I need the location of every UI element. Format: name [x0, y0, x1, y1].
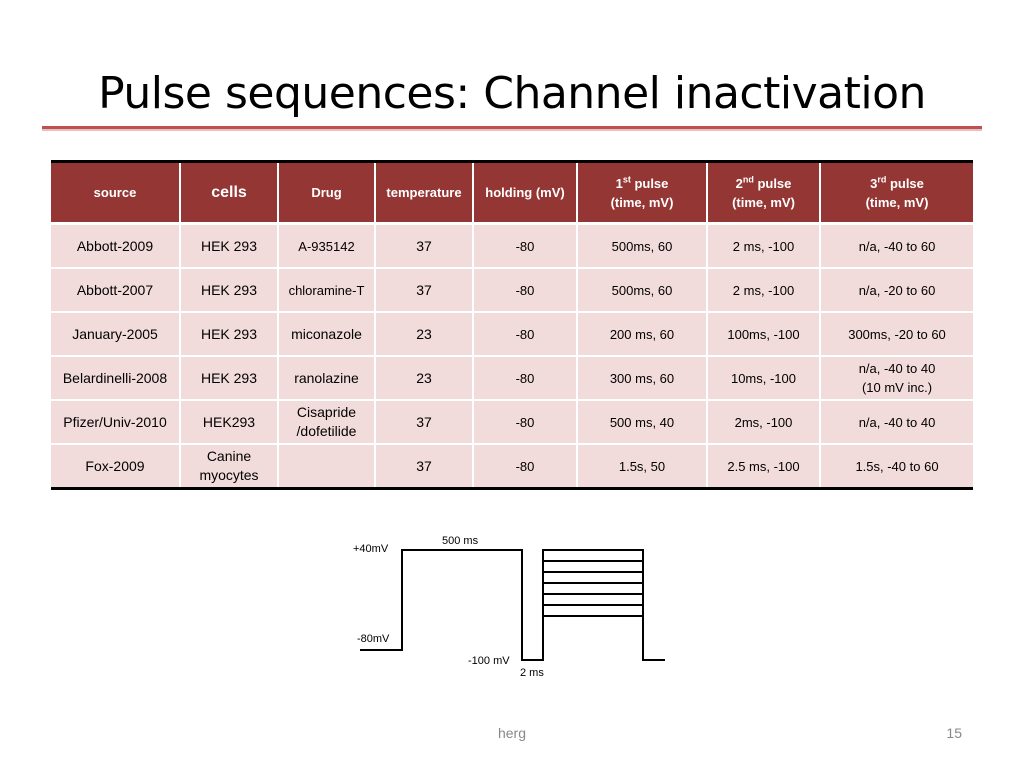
table-row: Abbott-2007 HEK 293 chloramine-T 37 -80 …	[51, 267, 973, 312]
cell-cells: HEK 293	[180, 311, 279, 356]
cell-drug: chloramine-T	[278, 267, 376, 312]
cell-cells: HEK 293	[180, 222, 279, 268]
cell-holding: -80	[473, 443, 578, 490]
table-row: Abbott-2009 HEK 293 A-935142 37 -80 500m…	[51, 222, 973, 268]
cell-second-pulse: 2ms, -100	[707, 399, 821, 444]
pulse-sequence-table: source cells Drug temperature holding (m…	[51, 160, 973, 490]
cell-first-pulse: 200 ms, 60	[577, 311, 708, 356]
cell-first-pulse: 1.5s, 50	[577, 443, 708, 490]
cell-drug: Cisapride /dofetilide	[278, 399, 376, 444]
header-first-pulse-rest: pulse	[630, 175, 669, 191]
header-third-pulse-sup: rd	[877, 174, 887, 185]
cell-second-pulse: 2 ms, -100	[707, 267, 821, 312]
header-second-pulse-rest: pulse	[753, 175, 792, 191]
cell-drug: miconazole	[278, 311, 376, 356]
slide-title: Pulse sequences: Channel inactivation	[98, 68, 926, 119]
cell-cells: HEK 293	[180, 355, 279, 400]
cell-drug: A-935142	[278, 222, 376, 268]
cell-cells: HEK293	[180, 399, 279, 444]
cell-drug-line2: /dofetilide	[296, 423, 357, 439]
header-first-pulse-units: (time, mV)	[610, 194, 674, 210]
label-500ms: 500 ms	[442, 535, 479, 547]
cell-cells: HEK 293	[180, 267, 279, 312]
cell-source: Pfizer/Univ-2010	[51, 399, 181, 444]
table-row: Belardinelli-2008 HEK 293 ranolazine 23 …	[51, 355, 973, 400]
cell-drug-line1: Cisapride	[296, 404, 357, 420]
cell-holding: -80	[473, 267, 578, 312]
cell-third-pulse-line1: n/a, -40 to 40	[858, 361, 936, 376]
cell-source: January-2005	[51, 311, 181, 356]
cell-second-pulse: 10ms, -100	[707, 355, 821, 400]
cell-drug	[278, 443, 376, 490]
cell-third-pulse: 300ms, -20 to 60	[820, 311, 973, 356]
cell-third-pulse: 1.5s, -40 to 60	[820, 443, 973, 490]
label-minus80mv: -80mV	[357, 633, 390, 645]
footer-label: herg	[497, 725, 527, 741]
cell-holding: -80	[473, 311, 578, 356]
pulse-protocol-diagram: +40mV 500 ms -80mV -100 mV 2 ms	[353, 535, 665, 679]
cell-third-pulse: n/a, -40 to 40	[820, 399, 973, 444]
cell-source: Abbott-2007	[51, 267, 181, 312]
cell-second-pulse: 2 ms, -100	[707, 222, 821, 268]
header-first-pulse: 1st pulse (time, mV)	[577, 160, 708, 224]
header-cells: cells	[180, 160, 279, 224]
cell-temperature: 23	[375, 311, 474, 356]
cell-second-pulse: 100ms, -100	[707, 311, 821, 356]
label-2ms: 2 ms	[520, 667, 544, 679]
cell-holding: -80	[473, 355, 578, 400]
cell-holding: -80	[473, 222, 578, 268]
cell-drug: ranolazine	[278, 355, 376, 400]
header-third-pulse-units: (time, mV)	[865, 194, 929, 210]
cell-first-pulse: 500ms, 60	[577, 222, 708, 268]
title-divider-shadow	[42, 129, 982, 131]
header-second-pulse-sup: nd	[742, 174, 754, 185]
header-second-pulse-num: 2	[735, 175, 743, 191]
cell-temperature: 23	[375, 355, 474, 400]
page-number: 15	[946, 725, 962, 741]
table-row: Fox-2009 Canine myocytes 37 -80 1.5s, 50…	[51, 443, 973, 490]
table-header-row: source cells Drug temperature holding (m…	[51, 160, 973, 224]
table-row: Pfizer/Univ-2010 HEK293 Cisapride /dofet…	[51, 399, 973, 444]
header-holding: holding (mV)	[473, 160, 578, 224]
header-first-pulse-num: 1	[615, 175, 623, 191]
cell-source: Abbott-2009	[51, 222, 181, 268]
cell-temperature: 37	[375, 222, 474, 268]
cell-temperature: 37	[375, 267, 474, 312]
cell-source: Belardinelli-2008	[51, 355, 181, 400]
cell-cells-line1: Canine	[206, 448, 252, 464]
header-third-pulse-num: 3	[870, 175, 878, 191]
header-first-pulse-sup: st	[622, 174, 631, 185]
header-source: source	[51, 160, 181, 224]
cell-first-pulse: 300 ms, 60	[577, 355, 708, 400]
header-third-pulse-rest: pulse	[886, 175, 924, 191]
cell-first-pulse: 500ms, 60	[577, 267, 708, 312]
header-drug: Drug	[278, 160, 376, 224]
header-temperature: temperature	[375, 160, 474, 224]
cell-temperature: 37	[375, 443, 474, 490]
title-divider	[42, 126, 982, 129]
cell-third-pulse: n/a, -40 to 60	[820, 222, 973, 268]
cell-third-pulse: n/a, -40 to 40 (10 mV inc.)	[820, 355, 973, 400]
cell-holding: -80	[473, 399, 578, 444]
header-second-pulse-units: (time, mV)	[732, 194, 795, 210]
cell-cells: Canine myocytes	[180, 443, 279, 490]
header-third-pulse: 3rd pulse (time, mV)	[820, 160, 973, 224]
cell-first-pulse: 500 ms, 40	[577, 399, 708, 444]
cell-second-pulse: 2.5 ms, -100	[707, 443, 821, 490]
cell-source: Fox-2009	[51, 443, 181, 490]
table-row: January-2005 HEK 293 miconazole 23 -80 2…	[51, 311, 973, 356]
cell-temperature: 37	[375, 399, 474, 444]
cell-cells-line2: myocytes	[199, 467, 259, 483]
header-second-pulse: 2nd pulse (time, mV)	[707, 160, 821, 224]
label-minus100mv: -100 mV	[468, 655, 510, 667]
label-plus40mv: +40mV	[353, 543, 389, 555]
cell-third-pulse: n/a, -20 to 60	[820, 267, 973, 312]
cell-third-pulse-line2: (10 mV inc.)	[861, 380, 933, 395]
